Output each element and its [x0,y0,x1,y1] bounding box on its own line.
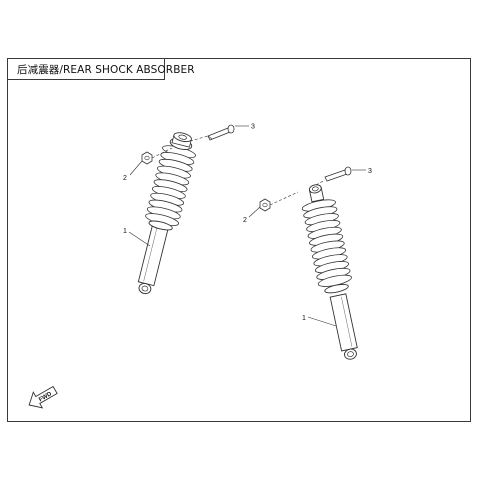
front-direction-arrow-icon: FWD [28,385,58,409]
left-nut [141,151,153,165]
left-callout-3: 3 [251,124,255,131]
right-callout-2: 2 [243,217,247,224]
left-shock-absorber [137,132,198,295]
right-coil-spring [300,197,353,290]
right-callout-1: 1 [302,315,306,322]
left-callout-2: 2 [123,175,127,182]
diagram-frame [7,58,471,422]
right-shock-absorber [300,184,358,360]
right-bolt [324,166,352,182]
left-callout-1: 1 [123,228,127,235]
diagram-title: 后减震器/REAR SHOCK ABSORBER [7,58,195,80]
left-bolt [207,124,235,141]
title-text: 后减震器/REAR SHOCK ABSORBER [17,63,195,76]
right-nut [259,198,271,212]
right-callout-3: 3 [368,168,372,175]
